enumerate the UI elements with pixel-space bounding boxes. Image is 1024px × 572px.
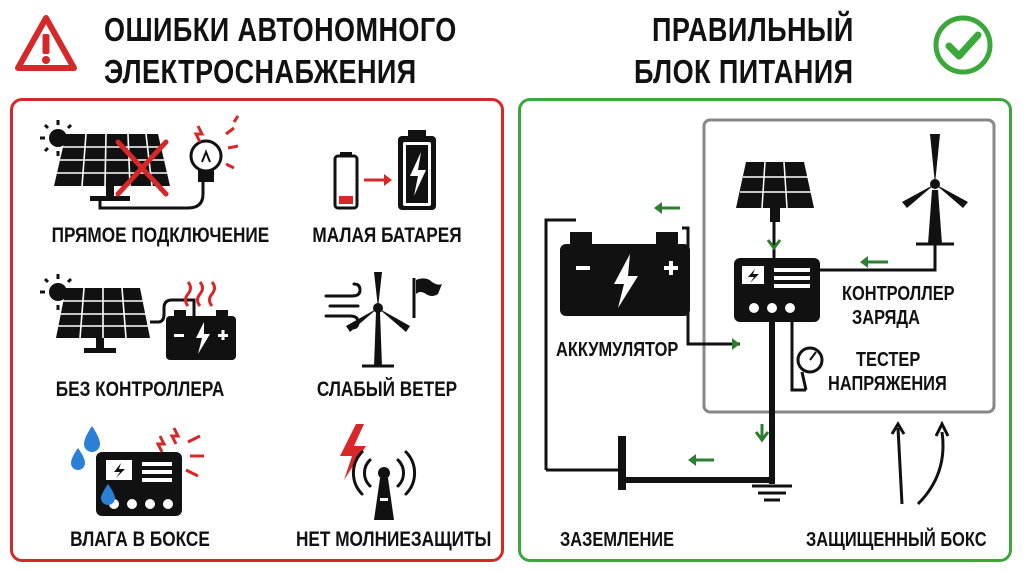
left-title-line2: ЭЛЕКТРОСНАБЖЕНИЯ <box>104 53 417 90</box>
item-label-moisture: ВЛАГА В БОКСЕ <box>70 528 210 551</box>
direct-connection-icon <box>40 115 240 210</box>
weak-wind-icon <box>324 272 442 368</box>
controller-label-line2: ЗАРЯДА <box>852 307 920 329</box>
protected-box-label: ЗАЩИЩЕННЫЙ БОКС <box>806 529 987 551</box>
moisture-box-icon <box>71 426 204 516</box>
right-title-line1: ПРАВИЛЬНЫЙ <box>652 11 854 48</box>
tester-label-line1: ТЕСТЕР <box>856 349 921 371</box>
item-label-no-lightning: НЕТ МОЛНИЕЗАЩИТЫ <box>295 528 492 551</box>
no-controller-icon <box>40 274 236 360</box>
ground-label: ЗАЗЕМЛЕНИЕ <box>560 529 675 551</box>
check-circle-icon <box>933 15 993 75</box>
correct-power-panel <box>518 98 1012 562</box>
right-title-line2: БЛОК ПИТАНИЯ <box>634 53 854 90</box>
battery-label: АККУМУЛЯТОР <box>556 339 679 361</box>
correct-wiring-diagram <box>544 118 996 506</box>
item-label-direct: ПРЯМОЕ ПОДКЛЮЧЕНИЕ <box>51 224 270 247</box>
mistakes-panel <box>10 98 504 562</box>
small-battery-icon <box>333 130 436 210</box>
left-title-line1: ОШИБКИ АВТОНОМНОГО <box>104 11 457 48</box>
item-label-small-battery: МАЛАЯ БАТАРЕЯ <box>312 224 462 247</box>
item-label-weak-wind: СЛАБЫЙ ВЕТЕР <box>316 378 458 401</box>
warning-triangle-icon <box>15 15 77 71</box>
controller-label-line1: КОНТРОЛЛЕР <box>842 283 955 305</box>
tester-label-line2: НАПРЯЖЕНИЯ <box>828 373 947 395</box>
item-label-no-controller: БЕЗ КОНТРОЛЛЕРА <box>55 378 225 401</box>
no-lightning-protection-icon <box>340 424 417 520</box>
